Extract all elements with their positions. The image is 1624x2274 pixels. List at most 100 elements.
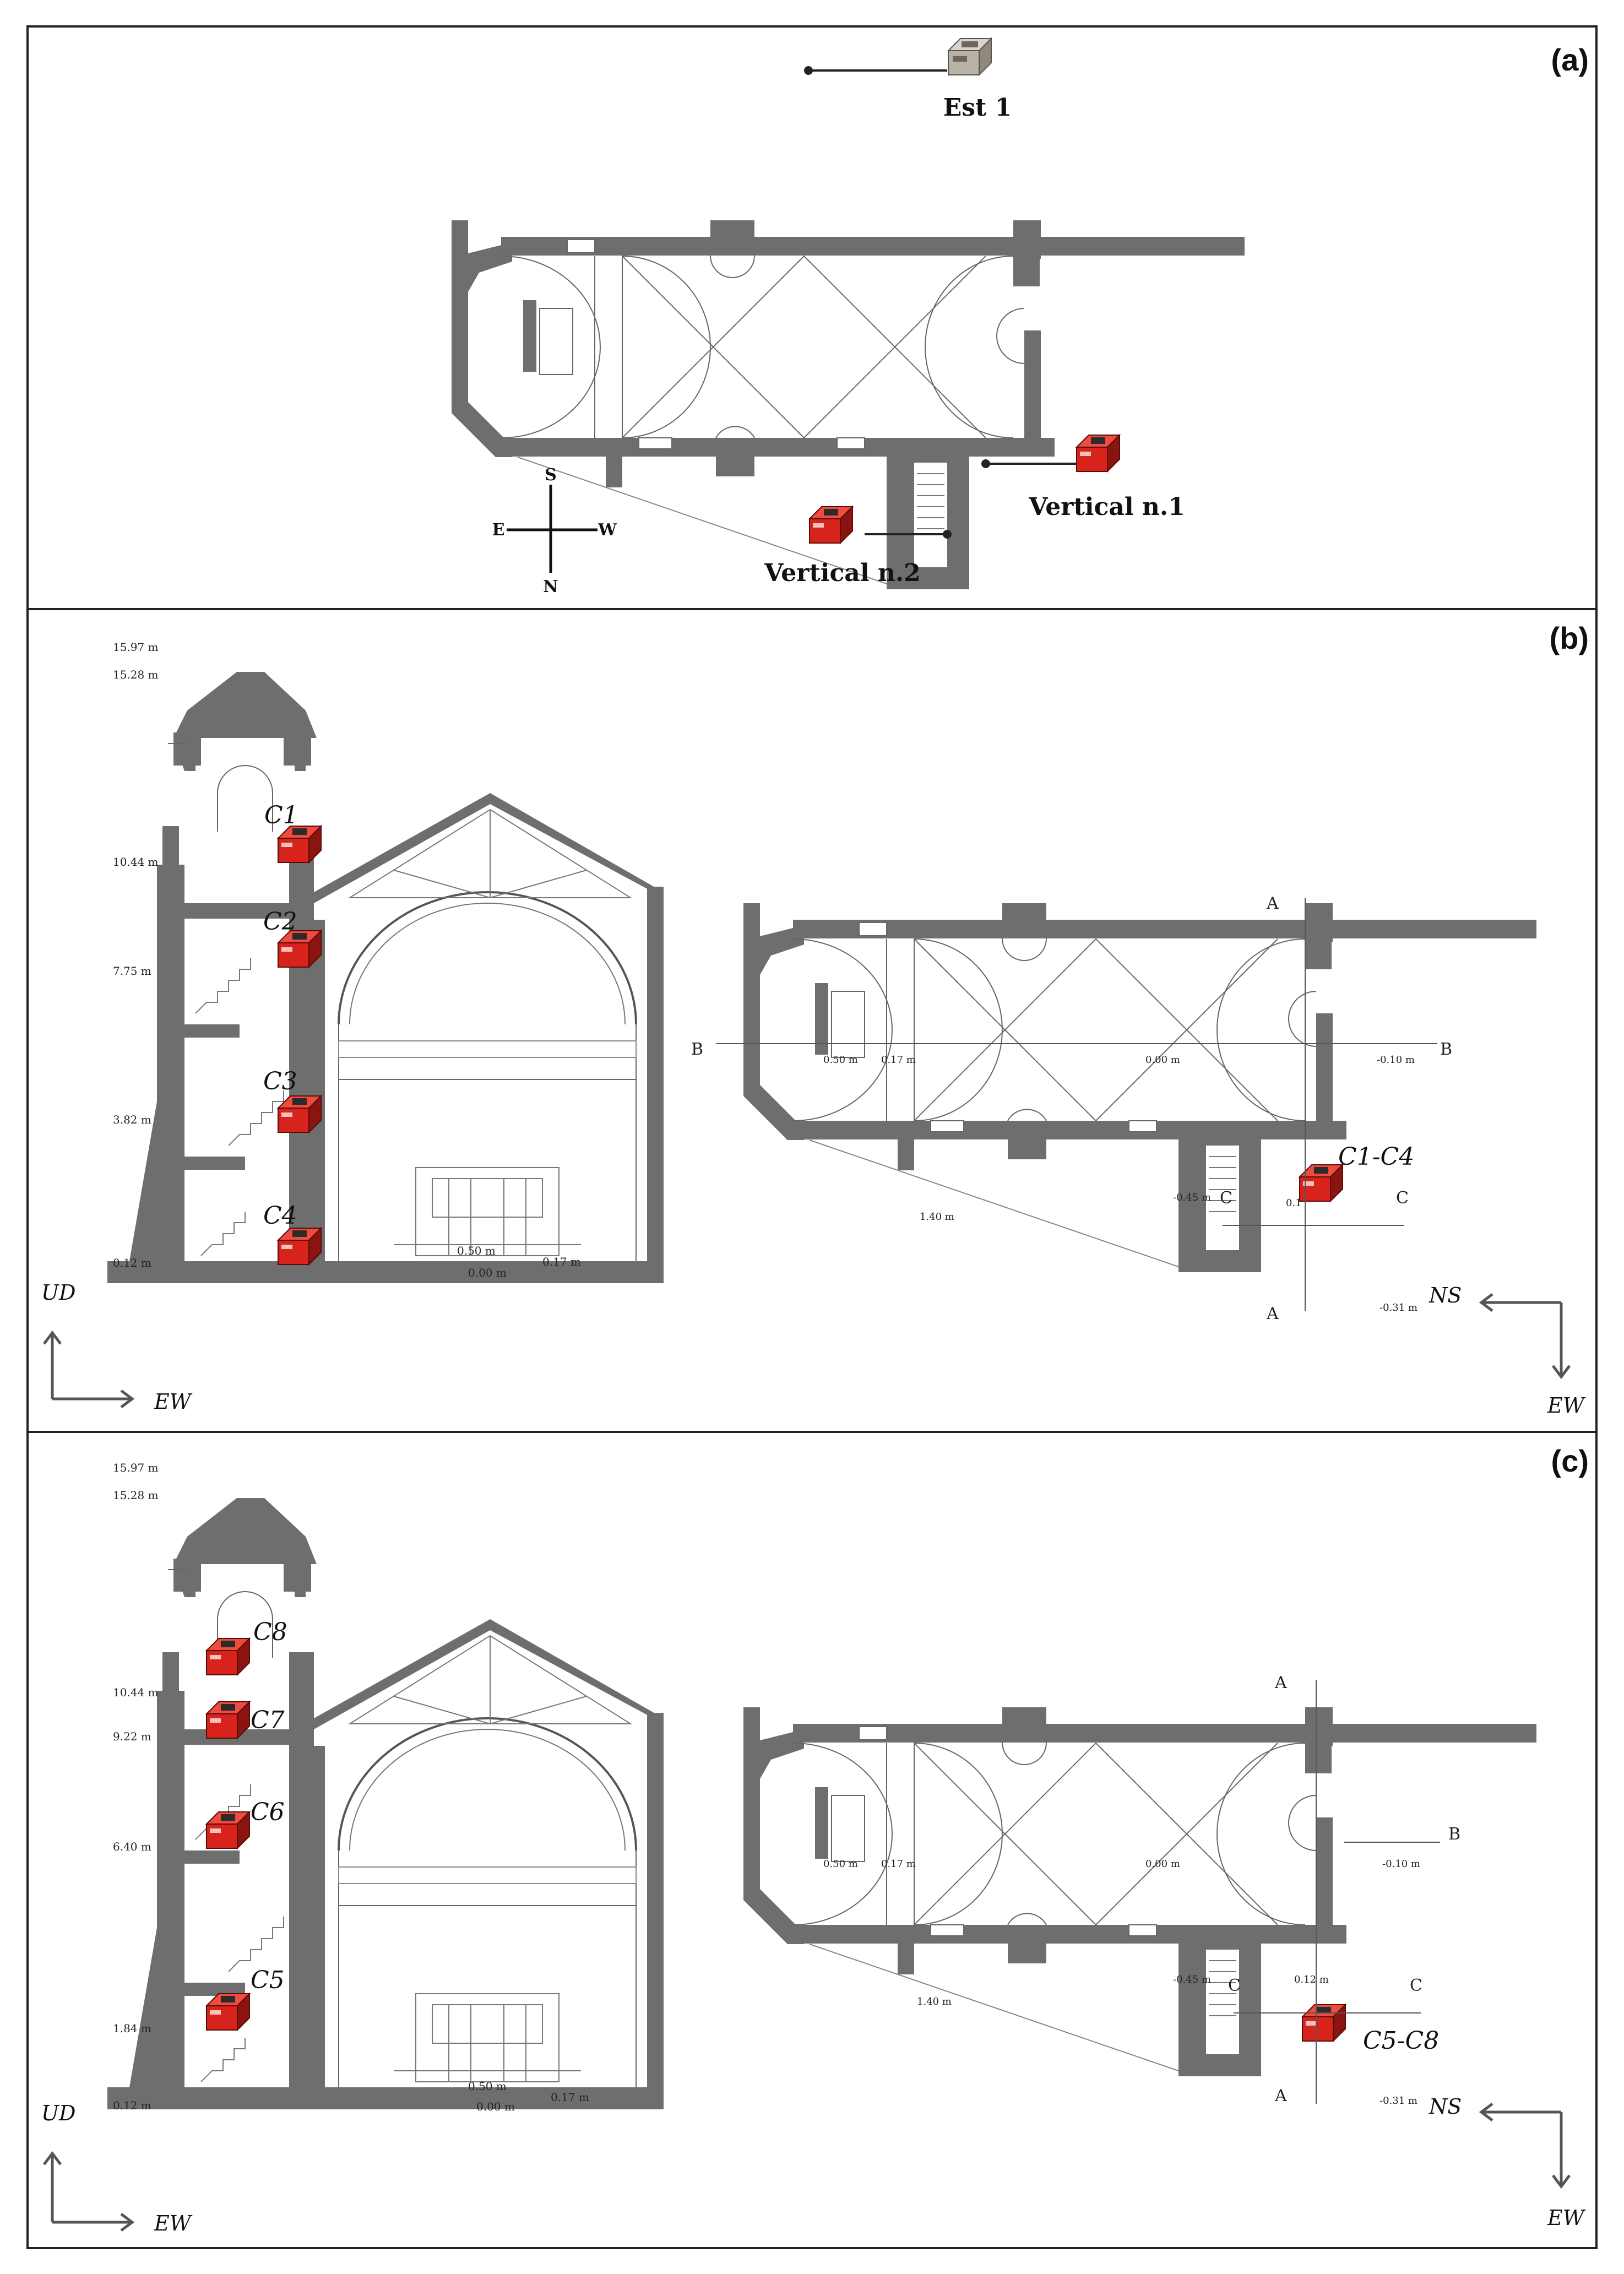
compass-east: E (492, 520, 505, 540)
panel-label-b: (b) (1549, 621, 1589, 655)
axis-ns-b: NS (1429, 1283, 1462, 1307)
elev-b-0: 15.97 m (113, 641, 159, 654)
elev-b-2: 10.44 m (113, 855, 159, 869)
marker-a-top-c: A (1274, 1673, 1287, 1692)
axes-ud-ew-c: UD EW (41, 2101, 193, 2235)
compass-north: N (543, 577, 558, 596)
section-level-c-0: 0.50 m (468, 2080, 507, 2093)
elev-c-2: 10.44 m (113, 1686, 159, 1699)
section-level-b-2: 0.17 m (542, 1255, 581, 1268)
plan-level-c-4: -0.45 m (1173, 1974, 1211, 1985)
panel-label-a: (a) (1551, 42, 1589, 77)
axis-ew-right-c: EW (1547, 2206, 1586, 2230)
axes-ns-ew-c: NS EW (1429, 2094, 1586, 2230)
elev-c-5: 1.84 m (113, 2022, 151, 2035)
vertical-2-dot (943, 530, 952, 539)
elevation-labels-b: 15.97 m 15.28 m 10.44 m 7.75 m 3.82 m 0.… (113, 641, 159, 1269)
elev-c-6: 0.12 m (113, 2099, 151, 2112)
marker-b-right-c: B (1448, 1825, 1460, 1844)
axis-ew-right-b: EW (1547, 1393, 1586, 1418)
marker-a-bottom-c: A (1274, 2086, 1287, 2105)
axes-ud-ew-b: UD EW (41, 1280, 193, 1414)
marker-c-left-b: C (1220, 1188, 1232, 1208)
section-level-b-0: 0.50 m (457, 1244, 496, 1257)
panel-c: (c) 15.97 m 15.28 m 10.44 m 9.22 m 6.40 … (41, 1443, 1589, 2235)
elevation-labels-c: 15.97 m 15.28 m 10.44 m 9.22 m 6.40 m 1.… (113, 1461, 159, 2112)
sensor-c4-label: C4 (263, 1202, 297, 1230)
vertical-1-sensor-icon (1076, 435, 1120, 472)
elev-c-0: 15.97 m (113, 1461, 159, 1474)
plan-level-b-7: 0.1 (1286, 1197, 1302, 1209)
plan-level-c-6: 1.40 m (917, 1996, 952, 2007)
external-sensor-icon (948, 38, 992, 75)
section-level-c-1: 0.00 m (476, 2100, 515, 2113)
sensor-c2-label: C2 (263, 908, 297, 936)
plan-levels-b: 0.50 m 0.17 m 0.00 m -0.10 m -0.45 m 1.4… (823, 1054, 1417, 1314)
marker-a-bottom-b: A (1266, 1304, 1279, 1323)
marker-a-top-b: A (1266, 894, 1279, 913)
elev-c-3: 9.22 m (113, 1730, 151, 1743)
vertical-1-dot (981, 459, 990, 468)
vertical-2-label: Vertical n.2 (764, 559, 921, 587)
vertical-1-label: Vertical n.1 (1028, 493, 1185, 521)
plan-level-b-1: 0.17 m (881, 1054, 916, 1066)
sensor-c1-icon (278, 826, 322, 863)
sensor-c4-icon (278, 1228, 322, 1265)
section-markers-b: A A B B C C (691, 894, 1452, 1323)
marker-b-left-b: B (691, 1040, 703, 1059)
plan-level-c-0: 0.50 m (823, 1858, 858, 1870)
sensor-c7-label: C7 (251, 1706, 285, 1734)
plan-level-c-3: -0.10 m (1382, 1858, 1420, 1870)
panel-b: (b) 15.97 m 15.28 m 10.44 m 7.75 m 3.82 … (41, 621, 1589, 1418)
plan-level-b-4: -0.45 m (1173, 1192, 1211, 1203)
panel-a: (a) Est 1 Vertical n.1 Vertical n.2 S N … (451, 38, 1589, 596)
est-leader-dot (804, 66, 813, 75)
axis-ud-c: UD (41, 2101, 76, 2125)
sensor-c7-icon (206, 1701, 250, 1739)
sensor-group-c1-c4-icon (1299, 1164, 1343, 1202)
section-markers-c: A A B C C (1228, 1673, 1460, 2105)
plan-level-b-3: -0.10 m (1377, 1054, 1415, 1066)
panel-label-c: (c) (1551, 1443, 1589, 1478)
sensor-c6-icon (206, 1811, 250, 1849)
plan-level-b-6: -0.31 m (1379, 1302, 1417, 1314)
sensor-c6-label: C6 (251, 1798, 285, 1826)
axis-ew-b: EW (154, 1390, 193, 1414)
axes-ns-ew-b: NS EW (1429, 1283, 1586, 1418)
sensor-c1-label: C1 (264, 801, 298, 829)
church-plan-b (743, 903, 1537, 1273)
compass-west: W (598, 520, 617, 540)
sensor-group-c1-c4-label: C1-C4 (1338, 1143, 1414, 1171)
axis-ud-b: UD (41, 1280, 76, 1305)
marker-b-right-b: B (1440, 1040, 1452, 1059)
sensor-c5-label: C5 (251, 1966, 285, 1994)
sensor-group-c5-c8-label: C5-C8 (1363, 2027, 1439, 2055)
elev-b-3: 7.75 m (113, 964, 151, 978)
plan-level-b-0: 0.50 m (823, 1054, 858, 1066)
sensor-c3-icon (278, 1095, 322, 1133)
church-section-c (106, 1497, 665, 2110)
marker-c-right-c: C (1410, 1976, 1422, 1995)
plan-level-b-5: 1.40 m (920, 1211, 954, 1223)
marker-c-left-c: C (1228, 1976, 1241, 1995)
elev-c-1: 15.28 m (113, 1489, 159, 1502)
section-level-b-1: 0.00 m (468, 1266, 507, 1279)
vertical-2-sensor-icon (809, 506, 853, 544)
sensor-c5-icon (206, 1993, 250, 2031)
section-level-c-2: 0.17 m (551, 2091, 589, 2104)
elev-b-4: 3.82 m (113, 1113, 151, 1126)
axis-ew-c: EW (154, 2211, 193, 2235)
sensor-group-c5-c8-icon (1302, 2004, 1346, 2042)
elev-c-4: 6.40 m (113, 1840, 151, 1853)
plan-level-c-7: -0.31 m (1379, 2095, 1417, 2107)
plan-levels-c: 0.50 m 0.17 m 0.00 m -0.10 m -0.45 m 0.1… (823, 1858, 1420, 2107)
axis-ns-c: NS (1429, 2094, 1462, 2119)
church-plan-c (743, 1707, 1537, 2077)
plan-level-c-2: 0.00 m (1145, 1858, 1180, 1870)
compass-rose: S N E W (492, 465, 618, 596)
plan-level-c-5: 0.12 m (1294, 1974, 1329, 1985)
sensor-c8-label: C8 (253, 1618, 287, 1646)
sensor-c3-label: C3 (263, 1067, 297, 1095)
church-section-b (106, 671, 665, 1284)
